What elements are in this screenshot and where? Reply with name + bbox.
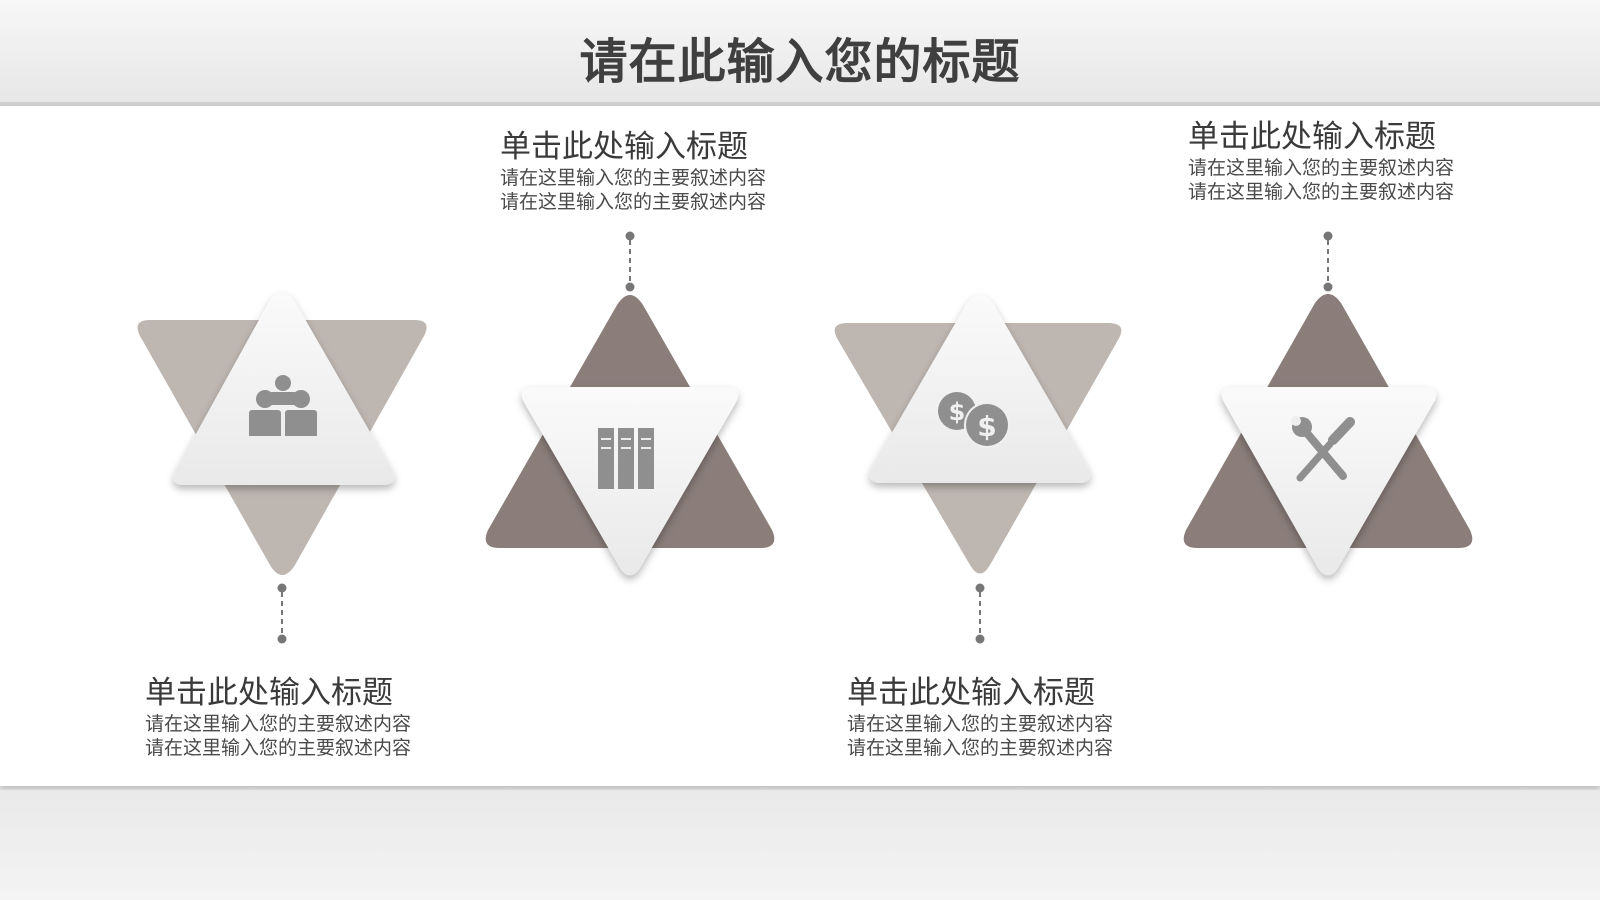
step-2-heading: 单击此处输入标题 (500, 129, 748, 165)
step-2-graphic (485, 231, 775, 576)
dollar-coins-icon: $ $ (938, 392, 1010, 448)
svg-text:$: $ (977, 410, 996, 443)
books-icon (598, 428, 654, 489)
step-3-heading: 单击此处输入标题 (847, 675, 1095, 711)
step-4-connector (1323, 231, 1333, 292)
step-4-description-line-2: 请在这里输入您的主要叙述内容 (1188, 181, 1455, 203)
step-1-heading: 单击此处输入标题 (145, 675, 393, 711)
step-2-description-line-2: 请在这里输入您的主要叙述内容 (500, 191, 767, 213)
step-3-connector (975, 583, 985, 644)
step-1-graphic (137, 292, 427, 644)
step-4-heading: 单击此处输入标题 (1188, 119, 1436, 155)
step-1-description-line-2: 请在这里输入您的主要叙述内容 (145, 737, 412, 759)
header-bar (0, 0, 1600, 106)
step-1-description-line-1: 请在这里输入您的主要叙述内容 (145, 713, 412, 735)
people-icon (249, 375, 317, 436)
tools-icon (1291, 416, 1355, 482)
footer-bar (0, 790, 1600, 900)
step-1-connector (277, 583, 287, 644)
page-title: 请在此输入您的标题 (579, 34, 1021, 90)
step-3-description-line-2: 请在这里输入您的主要叙述内容 (847, 737, 1114, 759)
step-2-text: 单击此处输入标题 请在这里输入您的主要叙述内容 请在这里输入您的主要叙述内容 (500, 128, 766, 214)
step-4-text: 单击此处输入标题 请在这里输入您的主要叙述内容 请在这里输入您的主要叙述内容 (1188, 118, 1454, 204)
step-3-description-line-1: 请在这里输入您的主要叙述内容 (847, 713, 1114, 735)
step-1-text: 单击此处输入标题 请在这里输入您的主要叙述内容 请在这里输入您的主要叙述内容 (145, 674, 411, 760)
step-4-front-triangle (1221, 387, 1437, 576)
step-2-connector (625, 231, 635, 292)
step-2-description-line-1: 请在这里输入您的主要叙述内容 (500, 167, 767, 189)
step-3-front-triangle (869, 295, 1091, 483)
step-4-description-line-1: 请在这里输入您的主要叙述内容 (1188, 157, 1455, 179)
step-4-graphic (1183, 231, 1473, 576)
svg-text:$: $ (949, 398, 966, 426)
step-3-text: 单击此处输入标题 请在这里输入您的主要叙述内容 请在这里输入您的主要叙述内容 (847, 674, 1113, 760)
step-3-graphic: $ $ (834, 295, 1122, 644)
